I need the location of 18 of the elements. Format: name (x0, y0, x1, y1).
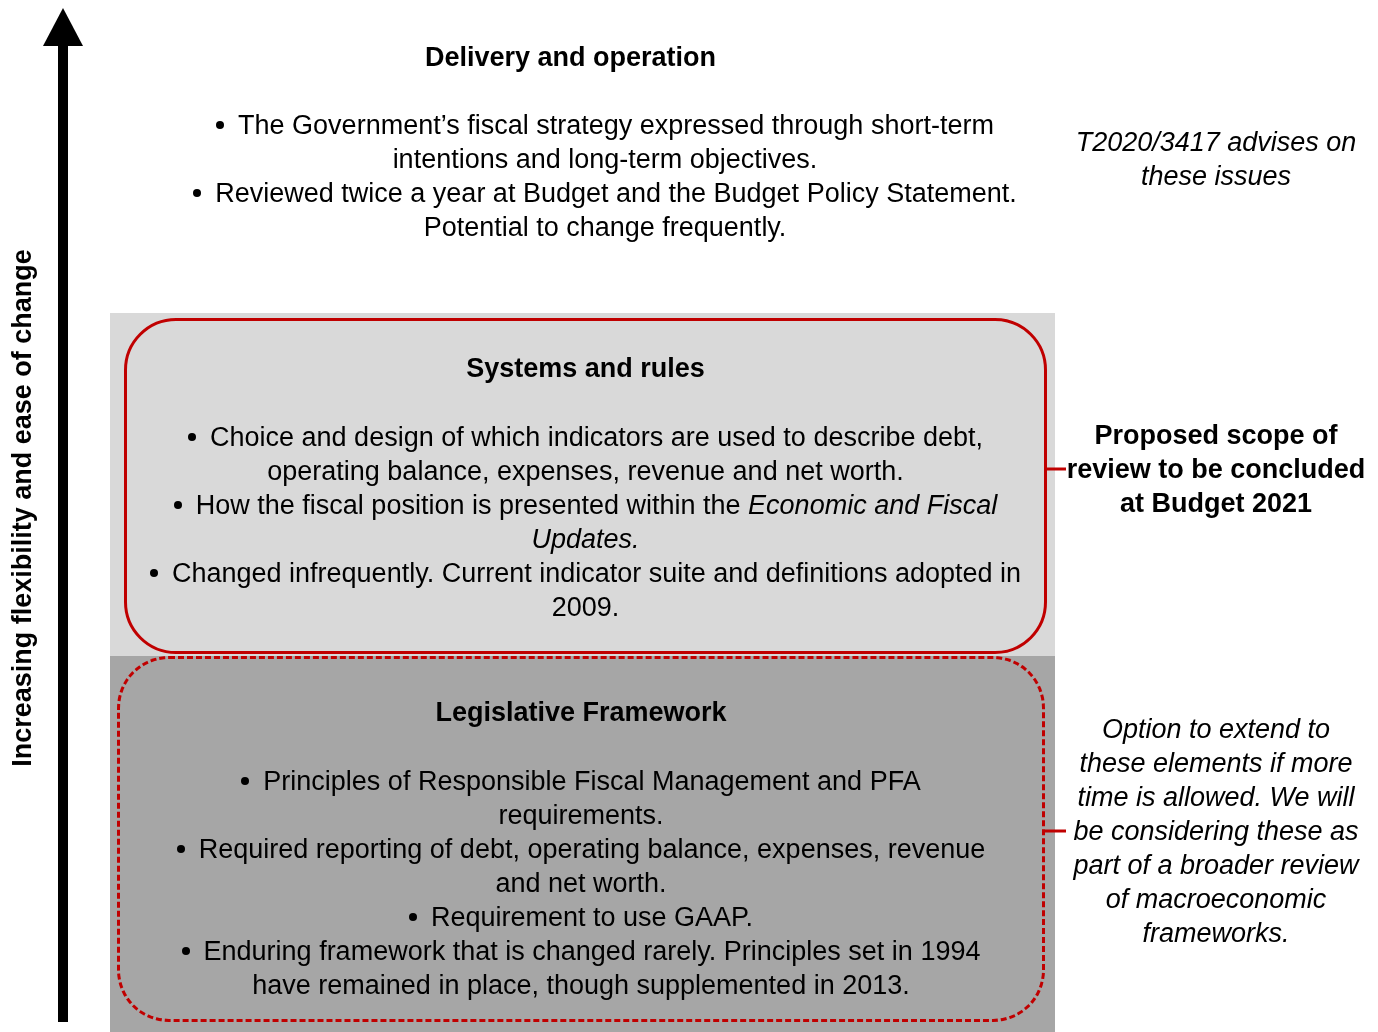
bullet-text: Requirement to use GAAP. (430, 902, 754, 932)
side-note: Proposed scope of review to be concluded at Budget 2021 (1066, 418, 1366, 520)
bullet-text: Enduring framework that is changed rarely. Principles set in 1994 have remained in place, though supplemented in 2013. (203, 936, 981, 1000)
connector-line (1045, 829, 1066, 833)
side-note: Option to extend to these elements if more time is allowed. We will be considering these as part of a broader review of macroeconomic frameworks. (1066, 712, 1366, 950)
box-heading: Systems and rules (466, 352, 705, 385)
bullet-text: Reviewed twice a year at Budget and the Budget Policy Statement. Potential to change frequently. (215, 178, 1017, 242)
bullet-text: How the fiscal position is presented within the Economic and Fiscal Updates. (195, 490, 998, 554)
box-heading: Legislative Framework (435, 696, 727, 729)
bullet-text: Principles of Responsible Fiscal Management and PFA requirements. (263, 766, 921, 830)
connector-line (1047, 467, 1066, 471)
bullet-text: Choice and design of which indicators are used to describe debt, operating balance, expenses, revenue and net worth. (210, 422, 983, 486)
axis-label: Increasing flexibility and ease of change (6, 248, 38, 769)
bullet-text: The Government’s fiscal strategy expressed through short-term intentions and long-term objectives. (238, 110, 994, 174)
side-note: T2020/3417 advises on these issues (1074, 126, 1358, 193)
bullet-text: Required reporting of debt, operating balance, expenses, revenue and net worth. (198, 834, 986, 898)
section-heading: Delivery and operation (425, 41, 717, 74)
bullet-text: Changed infrequently. Current indicator suite and definitions adopted in 2009. (171, 558, 1022, 622)
